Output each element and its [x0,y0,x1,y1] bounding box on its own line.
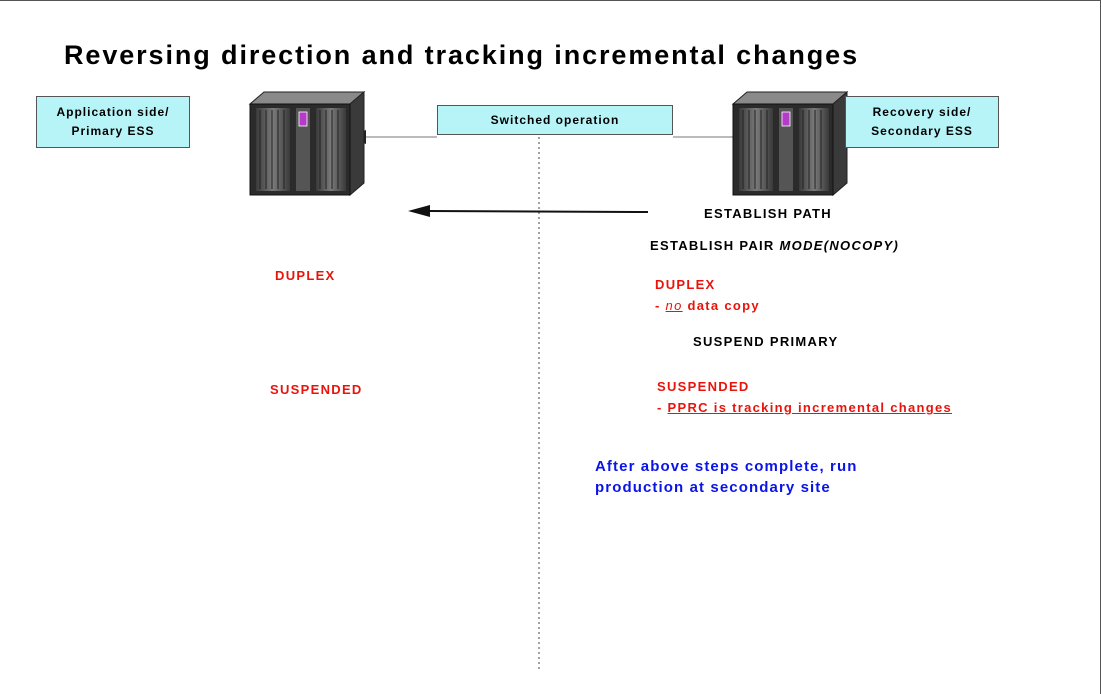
suspended-note: - PPRC is tracking incremental changes [657,400,952,415]
suspended-note-text: PPRC is tracking incremental changes [667,400,953,415]
establish-path-label: ESTABLISH PATH [704,206,832,221]
primary-ess-line2: Primary ESS [71,124,155,138]
left-duplex-state: DUPLEX [275,268,336,283]
right-suspended-state: SUSPENDED [657,379,750,394]
switched-operation-box: Switched operation [437,105,673,135]
left-suspended-state: SUSPENDED [270,382,363,397]
secondary-ess-line1: Recovery side/ [872,105,972,119]
establish-pair-mode: MODE(NOCOPY) [779,238,900,253]
establish-path-arrowhead [408,205,430,217]
footer-note-line1: After above steps complete, run [595,458,858,475]
suspended-note-prefix: - [657,400,668,415]
establish-path-arrow-line [427,210,649,213]
storage-server-icon [248,90,366,197]
footer-note: After above steps complete, run producti… [595,456,858,498]
establish-pair-label: ESTABLISH PAIR MODE(NOCOPY) [650,238,899,253]
duplex-note-no: no [665,298,683,313]
right-duplex-state: DUPLEX [655,277,716,292]
primary-ess-box: Application side/ Primary ESS [36,96,190,148]
duplex-note: - no data copy [655,298,760,313]
suspend-primary-label: SUSPEND PRIMARY [693,334,839,349]
slide-title: Reversing direction and tracking increme… [64,40,860,70]
establish-pair-text: ESTABLISH PAIR [650,238,780,253]
secondary-ess-line2: Secondary ESS [871,124,973,138]
duplex-note-prefix: - [655,298,666,313]
footer-note-line2: production at secondary site [595,479,831,496]
storage-server-icon [731,90,849,197]
switched-operation-label: Switched operation [490,112,620,127]
secondary-ess-box: Recovery side/ Secondary ESS [845,96,999,148]
duplex-note-rest: data copy [682,298,760,313]
primary-ess-line1: Application side/ [56,105,170,119]
